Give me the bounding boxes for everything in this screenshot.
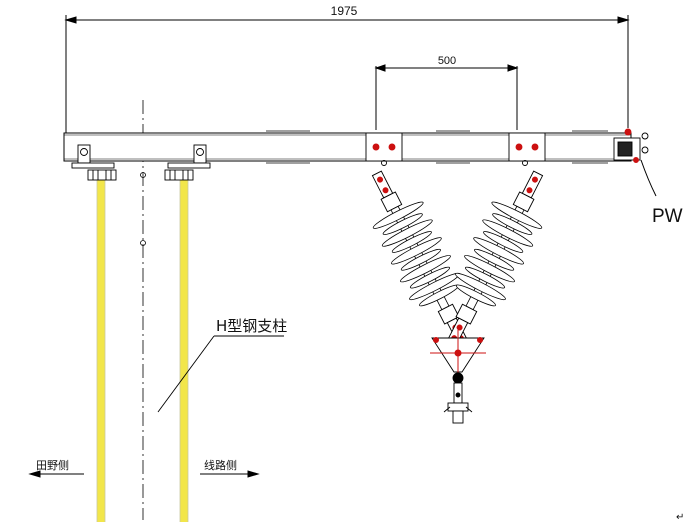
- suspension-clamp: [443, 372, 473, 424]
- pw-leader: [640, 159, 657, 197]
- post-clamp-left: [71, 144, 117, 181]
- yoke-center-cross: [430, 330, 486, 376]
- h-column-leader: [157, 335, 284, 413]
- post-clamp-right: [164, 144, 211, 181]
- field-side-arrow: [28, 470, 84, 478]
- line-side-label: 线路侧: [204, 458, 237, 472]
- insulator-bracket-left: [365, 132, 403, 166]
- insulator-right: [446, 170, 544, 347]
- line-side-arrow: [200, 470, 260, 478]
- dimension-1975-label: 1975: [331, 4, 358, 18]
- pw-label: PW: [652, 206, 683, 227]
- dimension-500-label: 500: [438, 55, 456, 67]
- beam-plates: [266, 130, 608, 164]
- insulator-bracket-right: [508, 132, 546, 166]
- dimension-500: [374, 64, 519, 130]
- h-column-label: H型钢支柱: [216, 317, 287, 335]
- paragraph-mark: ↵: [676, 512, 684, 523]
- centerline-marker: [140, 240, 146, 246]
- h-column-flange-left: [96, 178, 106, 522]
- centerline-marker: [140, 172, 146, 178]
- dimension-1975: [64, 15, 630, 135]
- h-column-flange-right: [179, 178, 189, 522]
- pw-end-fitting: [613, 128, 649, 163]
- cantilever-beam: [63, 132, 632, 162]
- field-side-label: 田野侧: [36, 459, 69, 472]
